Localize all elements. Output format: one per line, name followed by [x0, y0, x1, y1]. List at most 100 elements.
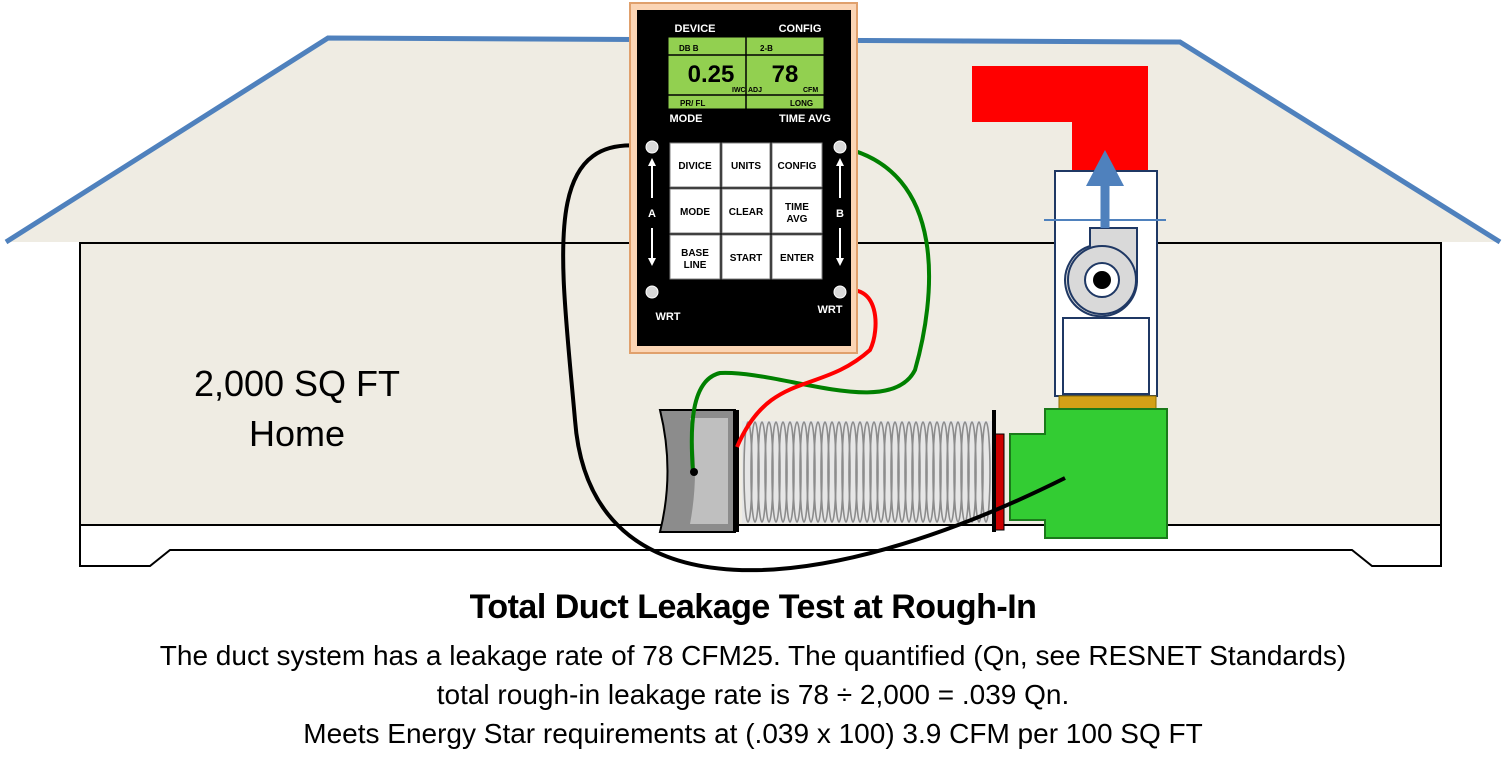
duct-coil [834, 421, 844, 523]
filter-strip [1058, 395, 1157, 410]
duct-coil [827, 421, 837, 523]
duct-coil [764, 421, 774, 523]
duct-coil [862, 421, 872, 523]
flex-duct [742, 421, 992, 523]
tube-green-tap [690, 468, 698, 476]
airflow-arrow-icon [1086, 150, 1124, 228]
coil-box [1062, 317, 1150, 395]
port-b-ref[interactable] [833, 285, 847, 299]
caption-line-1: The duct system has a leakage rate of 78… [159, 640, 1347, 671]
lcd-flow-unit: CFM [803, 87, 818, 94]
key-device[interactable] [669, 142, 721, 188]
duct-coil [820, 421, 830, 523]
keypad: DIVICE UNITS CONFIG MODE CLEAR TIME AVG … [669, 142, 823, 280]
key-start[interactable] [721, 234, 771, 280]
key-baseline-label-1: BASE [681, 248, 709, 259]
key-config[interactable] [771, 142, 823, 188]
duct-coil [792, 421, 802, 523]
duct-coil [855, 421, 865, 523]
port-a-label: A [648, 208, 656, 220]
caption-line-3: Meets Energy Star requirements at (.039 … [303, 718, 1203, 749]
lcd-left-mode: PR/ FL [680, 99, 705, 108]
lcd-flow-value: 78 [772, 61, 799, 88]
duct-coil [848, 421, 858, 523]
duct-coil [806, 421, 816, 523]
key-clear[interactable] [721, 188, 771, 234]
key-units[interactable] [721, 142, 771, 188]
duct-coil [932, 421, 942, 523]
gauge-header-left: DEVICE [675, 23, 716, 35]
gauge-header-right: CONFIG [779, 23, 822, 35]
duct-coil [946, 421, 956, 523]
key-clear-label: CLEAR [729, 207, 764, 218]
duct-coil [883, 421, 893, 523]
down-arrow-icon [836, 228, 844, 266]
key-start-label: START [730, 253, 763, 264]
duct-coil [778, 421, 788, 523]
duct-coil [981, 421, 991, 523]
duct-coil [876, 421, 886, 523]
port-a-ref[interactable] [645, 285, 659, 299]
duct-coil [757, 421, 767, 523]
key-enter-label: ENTER [780, 253, 815, 264]
duct-coil [890, 421, 900, 523]
duct-coil [967, 421, 977, 523]
key-time-avg-label-1: TIME [785, 202, 809, 213]
key-mode-label: MODE [680, 207, 710, 218]
key-time-avg[interactable] [771, 188, 823, 234]
house-foundation [79, 524, 1442, 567]
key-device-label: DIVICE [678, 161, 712, 172]
lcd-flow-prefix: ADJ [748, 87, 762, 94]
duct-coil [904, 421, 914, 523]
duct-coil [939, 421, 949, 523]
duct-coil [799, 421, 809, 523]
duct-coil [925, 421, 935, 523]
flex-duct-coils [743, 421, 991, 523]
lcd-right-channel: 2-B [760, 44, 773, 53]
up-arrow-icon [648, 158, 656, 198]
gauge-footer-right: TIME AVG [779, 113, 831, 125]
gauge-footer-left: MODE [670, 113, 703, 125]
duct-coil [813, 421, 823, 523]
lcd-right-mode: LONG [790, 99, 813, 108]
duct-coil [953, 421, 963, 523]
duct-coil [841, 421, 851, 523]
lcd-left-channel: DB B [679, 44, 699, 53]
wrt-right-label: WRT [817, 304, 842, 316]
key-enter[interactable] [771, 234, 823, 280]
blower-fan-icon [1093, 271, 1111, 289]
duct-coil [911, 421, 921, 523]
key-units-label: UNITS [731, 161, 761, 172]
duct-tester-fan-shade [690, 418, 728, 524]
diagram-title: Total Duct Leakage Test at Rough-In [469, 588, 1037, 626]
port-b-input[interactable] [833, 140, 847, 154]
lcd-pressure-unit: IWC [732, 87, 746, 94]
house-area-label: 2,000 SQ FT [194, 363, 400, 404]
return-plenum [1009, 408, 1168, 539]
lcd-pressure-value: 0.25 [688, 61, 735, 88]
down-arrow-icon [648, 228, 656, 266]
duct-coil [785, 421, 795, 523]
key-time-avg-label-2: AVG [787, 214, 808, 225]
house-type-label: Home [249, 413, 345, 454]
duct-coil [771, 421, 781, 523]
duct-coil [974, 421, 984, 523]
duct-coil [750, 421, 760, 523]
up-arrow-icon [836, 158, 844, 198]
key-baseline[interactable] [669, 234, 721, 280]
duct-coil [743, 421, 753, 523]
tube-green-b [689, 145, 932, 473]
duct-coil [869, 421, 879, 523]
port-a-input[interactable] [645, 140, 659, 154]
caption-line-2: total rough-in leakage rate is 78 ÷ 2,00… [436, 679, 1070, 710]
key-config-label: CONFIG [778, 161, 817, 172]
tube-black-a [561, 143, 1066, 573]
key-baseline-label-2: LINE [684, 260, 707, 271]
key-mode[interactable] [669, 188, 721, 234]
supply-plenum [972, 66, 1148, 171]
tube-red-wrt [735, 288, 878, 448]
wrt-left-label: WRT [655, 311, 680, 323]
duct-coil [897, 421, 907, 523]
manometer-gauge: DEVICE CONFIG DB B 2-B 0.25 IWC ADJ 78 C… [629, 2, 858, 354]
